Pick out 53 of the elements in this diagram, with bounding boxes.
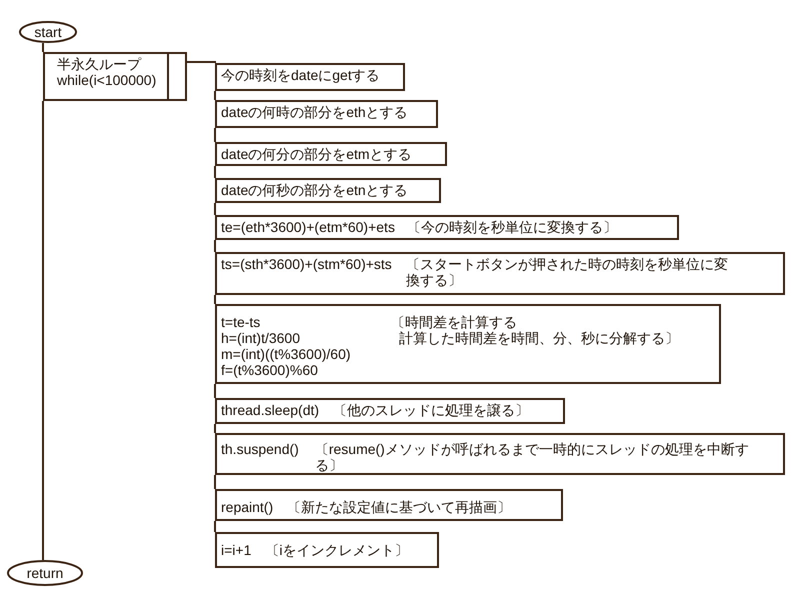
code-text: thread.sleep(dt) — [221, 402, 320, 418]
process-box — [215, 63, 405, 91]
code-text: ts=(sth*3600)+(stm*60)+sts — [221, 256, 392, 272]
terminal-label: start — [34, 24, 62, 40]
process-box — [215, 252, 785, 295]
connector-line — [214, 424, 216, 433]
process-box — [215, 433, 785, 475]
code-text: te=(eth*3600)+(etm*60)+ets — [221, 219, 395, 235]
process-box — [215, 489, 563, 521]
code-text: m=(int)((t%3600)/60) — [221, 346, 352, 362]
comment-text: 〔今の時刻を秒単位に変換する〕 — [406, 219, 617, 235]
code-text: t=te-ts — [221, 314, 262, 330]
step-text: dateの何秒の部分をetnとする — [221, 182, 408, 198]
comment-text: 〔時間差を計算する — [391, 314, 518, 330]
code-text: i=i+1 — [221, 542, 252, 558]
process-box — [215, 304, 721, 384]
connector-line — [42, 101, 44, 560]
terminal-oval — [7, 560, 83, 586]
process-box — [215, 178, 441, 203]
step-text: dateの何時の部分をethとする — [221, 104, 408, 120]
terminal-oval — [19, 21, 77, 43]
process-box — [215, 142, 447, 166]
comment-text: 計算した時間差を時間、分、秒に分解する〕 — [398, 330, 679, 346]
code-text: f=(t%3600)%60 — [221, 362, 319, 378]
comment-text: 〔新たな設定値に基づいて再描画〕 — [287, 499, 512, 515]
connector-line — [187, 61, 216, 64]
process-box — [215, 532, 439, 568]
connector-line — [214, 384, 216, 398]
connector-line — [214, 128, 216, 142]
comment-text: 〔resume()メソッドが呼ばれるまで一時的にスレッドの処理を中断する〕 — [314, 441, 750, 473]
process-box — [215, 215, 679, 240]
connector-line — [214, 91, 216, 100]
connector-line — [214, 166, 216, 178]
code-text: h=(int)t/3600 — [221, 330, 301, 346]
comment-text: 〔スタートボタンが押された時の時刻を秒単位に変換する〕 — [406, 256, 729, 288]
step-text: dateの何分の部分をetmとする — [221, 146, 412, 162]
connector-line — [214, 475, 216, 489]
process-box — [215, 398, 565, 424]
code-text: th.suspend() — [221, 441, 299, 457]
loop-box — [43, 52, 187, 101]
connector-line — [42, 43, 44, 52]
connector-line — [214, 521, 216, 532]
connector-line — [214, 240, 216, 252]
loop-label: while(i<100000) — [57, 72, 156, 88]
comment-text: 〔他のスレッドに処理を譲る〕 — [333, 402, 530, 418]
loop-label: 半永久ループ — [57, 56, 142, 72]
comment-text: 〔iをインクレメント〕 — [265, 542, 408, 558]
process-box — [215, 100, 438, 128]
connector-line — [214, 203, 216, 215]
code-text: repaint() — [221, 499, 274, 515]
step-text: 今の時刻をdateにgetする — [221, 67, 380, 83]
terminal-label: return — [26, 565, 64, 581]
connector-line — [214, 295, 216, 304]
